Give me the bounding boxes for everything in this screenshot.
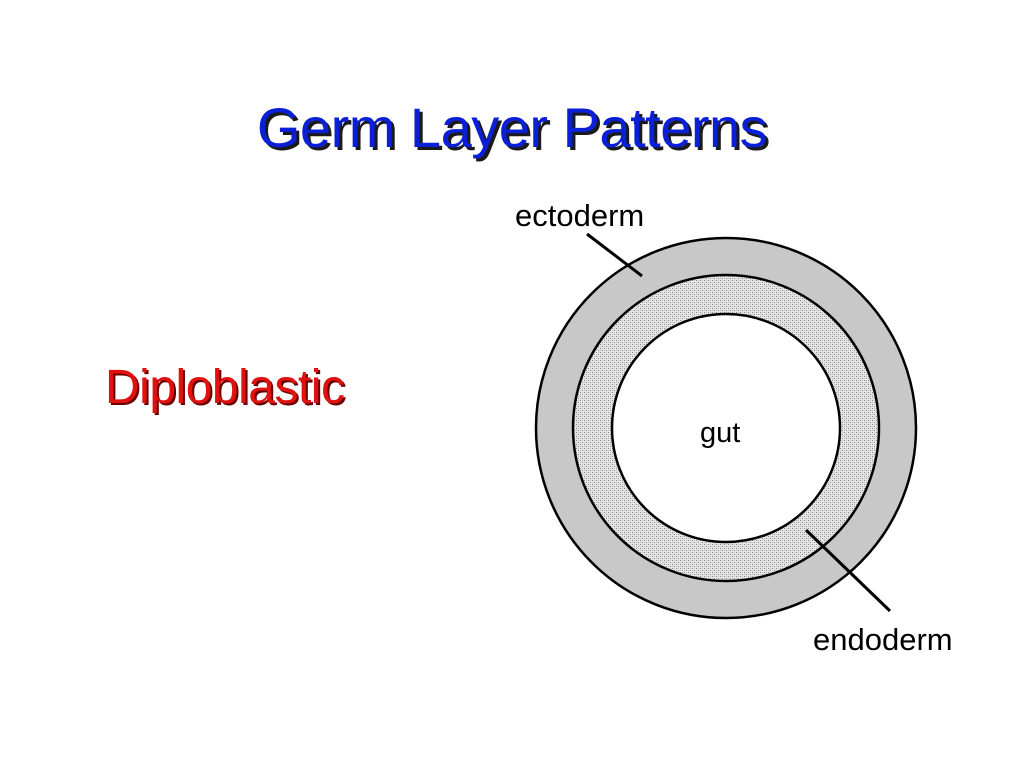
ectoderm-leader-line xyxy=(586,232,643,278)
endoderm-leader-line xyxy=(804,528,892,613)
slide-title: Germ Layer Patterns xyxy=(256,96,768,159)
ectoderm-label: ectoderm xyxy=(515,198,644,233)
endoderm-label: endoderm xyxy=(813,622,953,657)
gut-cavity xyxy=(610,312,842,544)
diploblastic-label: Diploblastic xyxy=(105,361,345,414)
gut-label: gut xyxy=(700,417,740,449)
